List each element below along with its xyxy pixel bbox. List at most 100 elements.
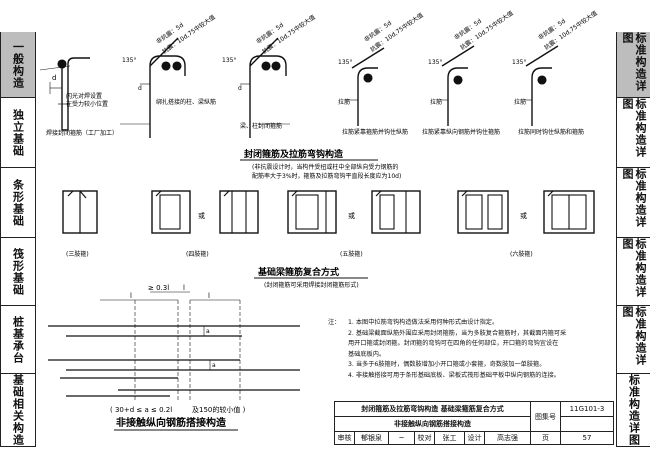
lap-section-title: 非接触纵向钢筋搭接构造 <box>116 416 227 429</box>
right-tab-related-details[interactable]: 标准构造详图 <box>617 374 650 447</box>
title-line-1: 封闭箍筋及拉筋弯钩构造 基础梁箍筋复合方式 <box>335 402 531 417</box>
note-line: 2. 基础梁截面纵筋外围应采用封闭箍筋，当为多肢复合箍筋时，其截面内箍可采 <box>348 329 567 337</box>
lap-dim-ge-sub: l <box>183 284 185 292</box>
stirrup-6-legs-a <box>457 190 509 234</box>
left-tab-label: 条形基础 <box>11 178 25 227</box>
page-number: 57 <box>582 434 592 442</box>
weld-note-2: 在受力较小位置 <box>66 100 108 108</box>
right-tab-label: 标准构造详图 <box>627 374 641 446</box>
tie-label-c: 拉筋 <box>338 98 350 106</box>
atlas-label: 图集号 <box>531 402 561 432</box>
lap-dim-l2: l <box>208 292 210 300</box>
note-line: 基础底板内。 <box>348 350 386 358</box>
right-section-tabs: 标准构造详图 标准构造详图 标准构造详图 标准构造详图 标准构造详图 标准构造详… <box>616 32 650 447</box>
or-4-legs: 或 <box>198 211 205 220</box>
right-tab-label: 标准构造详图 <box>621 32 647 92</box>
label-3-legs: (三肢箍) <box>66 250 89 258</box>
right-tab-general[interactable]: 标准构造详图 <box>617 32 650 98</box>
lap-note: ( 30+d ≤ a ≤ 0.2l <box>110 406 172 414</box>
lap-note-tail: 及150的较小值 ) <box>192 405 246 414</box>
title-line-2: 非接触纵向钢筋搭接构造 <box>335 417 531 432</box>
angle-135-e: 135° <box>512 59 526 66</box>
tie-label-d: 拉筋 <box>430 98 442 106</box>
right-tab-raft-footing[interactable]: 标准构造详图 <box>617 238 650 306</box>
lap-dim-l1: l <box>130 292 132 300</box>
stirrup-4-legs-b <box>219 190 259 234</box>
hook-detail-135-column <box>240 37 290 138</box>
tie-label-e: 拉筋 <box>514 98 526 106</box>
stirrup-3-legs <box>62 190 98 234</box>
caption-tie-stirrup: 拉筋紧靠纵向钢筋并钩住箍筋 <box>422 128 500 136</box>
check-label: 校对 <box>415 432 435 444</box>
left-tab-label: 基础相关构造 <box>11 374 25 446</box>
reviewer-name: 郁银泉 <box>355 432 389 444</box>
weld-note-1: 闪光对焊设置 <box>66 92 102 100</box>
left-tab-raft-footing[interactable]: 筏形基础 <box>1 238 35 306</box>
stirrup-section-subtitle: (封闭箍筋可采用焊接封闭箍筋形式) <box>264 281 359 289</box>
reviewer-signature: ~ <box>389 432 415 444</box>
angle-135-c: 135° <box>338 59 352 66</box>
or-6-legs: 或 <box>520 211 527 220</box>
design-label: 设计 <box>465 432 485 444</box>
lap-dim-a2: a <box>212 362 216 369</box>
hook-detail-welded <box>39 57 90 131</box>
lap-splice-diagram <box>48 291 300 400</box>
angle-135-a: 135° <box>122 57 136 64</box>
left-tab-strip-footing[interactable]: 条形基础 <box>1 168 35 238</box>
tie-detail-hook-longitudinal <box>346 47 385 126</box>
lap-dim-ge: ≥ 0.3l <box>148 284 169 292</box>
label-5-legs: (五肢箍) <box>340 250 363 258</box>
note-line: 4. 非接触搭接可用于条形基础底板、梁板式筏形基础平板中纵向钢筋的连接。 <box>348 371 561 379</box>
right-tab-label: 标准构造详图 <box>621 306 647 366</box>
page-label: 页 <box>531 432 561 444</box>
left-tab-general[interactable]: 一般构造 <box>1 32 35 98</box>
left-tab-isolated-footing[interactable]: 独立基础 <box>1 98 35 168</box>
left-tab-related-details[interactable]: 基础相关构造 <box>1 374 35 447</box>
checker-name: 张工 <box>435 432 465 444</box>
right-tab-label: 标准构造详图 <box>621 98 647 158</box>
stirrup-5-legs-a <box>287 190 337 234</box>
left-section-tabs: 一般构造 独立基础 条形基础 筏形基础 桩基承台 基础相关构造 <box>0 32 36 447</box>
dim-d-b: d <box>138 85 142 92</box>
stirrup-5-legs-b <box>371 190 421 234</box>
tie-detail-hook-both <box>524 45 559 126</box>
caption-tie-longitudinal: 拉筋紧靠箍筋并钩住纵筋 <box>342 128 408 136</box>
left-tab-label: 独立基础 <box>11 108 25 157</box>
tie-detail-hook-stirrup <box>440 45 475 126</box>
left-tab-pile-cap[interactable]: 桩基承台 <box>1 306 35 374</box>
atlas-number: 11G101-3 <box>561 402 613 417</box>
hook-section-title: 封闭箍筋及拉筋弯钩构造 <box>244 148 344 160</box>
right-tab-strip-footing[interactable]: 标准构造详图 <box>617 168 650 238</box>
review-label: 审核 <box>335 432 355 444</box>
lap-dim-a1: a <box>206 328 210 335</box>
notes-lead: 注： <box>328 319 341 326</box>
caption-closed-stirrup: 梁、柱封闭箍筋 <box>240 122 282 130</box>
hook-section-sub-2: 配筋率大于3%时，箍筋及拉筋弯钩平直段长度应为10d) <box>252 172 401 180</box>
atlas-blank <box>561 417 613 432</box>
notes-block: 注： 1. 本图中拉筋弯钩构造做法采用何种形式由设计指定。 2. 基础梁截面纵筋外… <box>328 318 613 381</box>
angle-135-d: 135° <box>428 59 442 66</box>
right-tab-label: 标准构造详图 <box>621 168 647 228</box>
dim-d: d <box>52 74 56 82</box>
title-block: 封闭箍筋及拉筋弯钩构造 基础梁箍筋复合方式 非接触纵向钢筋搭接构造 图集号 11… <box>334 401 614 445</box>
dim-d-c: d <box>238 85 242 92</box>
hook-detail-135 <box>120 37 186 138</box>
left-tab-label: 一般构造 <box>11 40 25 89</box>
label-4-legs: (四肢箍) <box>186 250 209 258</box>
right-tab-isolated-footing[interactable]: 标准构造详图 <box>617 98 650 168</box>
stirrup-6-legs-b <box>543 190 595 234</box>
stirrup-section-title: 基础梁箍筋复合方式 <box>257 266 339 278</box>
note-line: 1. 本图中拉筋弯钩构造做法采用何种形式由设计指定。 <box>348 319 499 326</box>
left-tab-label: 筏形基础 <box>11 247 25 296</box>
note-line: 3. 当多于6肢箍时，偶数肢增加小开口箍或小套箍，奇数肢加一单肢箍。 <box>348 361 546 368</box>
left-tab-label: 桩基承台 <box>11 315 25 364</box>
label-6-legs: (六肢箍) <box>510 250 533 258</box>
right-tab-label: 标准构造详图 <box>621 238 647 298</box>
or-5-legs: 或 <box>348 211 355 220</box>
note-line: 用开口箍或封闭箍。封闭箍的弯钩可在四角的任何部位，开口箍的弯钩宜设在 <box>348 340 559 347</box>
hook-section-sub-1: (非抗震设计时，当构件受扭或柱中全部纵向受力钢筋的 <box>252 163 398 171</box>
right-tab-pile-cap[interactable]: 标准构造详图 <box>617 306 650 374</box>
stirrup-4-legs-a <box>151 190 191 234</box>
